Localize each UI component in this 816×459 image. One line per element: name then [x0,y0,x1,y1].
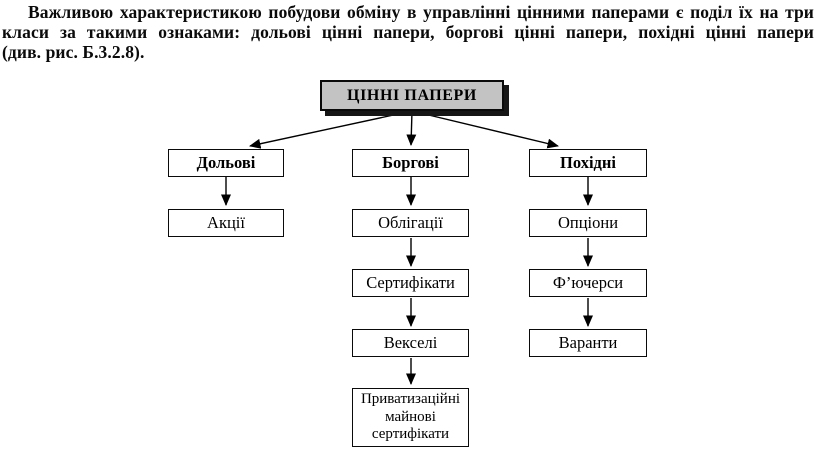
node-fiuchersy: Ф’ючерси [529,269,647,297]
node-aktsii: Акції [168,209,284,237]
node-dolovi: Дольові [168,149,284,177]
arrow-root-to-dolovi [249,110,413,149]
intro-paragraph: Важливою характеристикою побудови обміну… [2,2,814,62]
node-borgovi: Боргові [352,149,469,177]
node-tsinni-papery: ЦІННІ ПАПЕРИ [320,80,504,111]
node-sertyfikaty: Сертифікати [352,269,469,297]
node-varanty: Варанти [529,329,647,357]
node-pryvatyzatsiini-sertyfikaty: Приватизаційні майнові сертифікати [352,388,469,447]
node-pokhidni: Похідні [529,149,647,177]
node-vekseli: Векселі [352,329,469,357]
paragraph-line: класи за такими ознаками: дольові цінні … [2,22,814,42]
paragraph-line: Важливою характеристикою побудови обміну… [28,2,814,22]
node-obligatsii: Облігації [352,209,469,237]
node-optsiony: Опціони [529,209,647,237]
arrow-root-to-borgovi [406,110,417,146]
arrow-root-to-pokhidni [411,110,559,149]
paragraph-line: (див. рис. Б.3.2.8). [2,42,145,62]
